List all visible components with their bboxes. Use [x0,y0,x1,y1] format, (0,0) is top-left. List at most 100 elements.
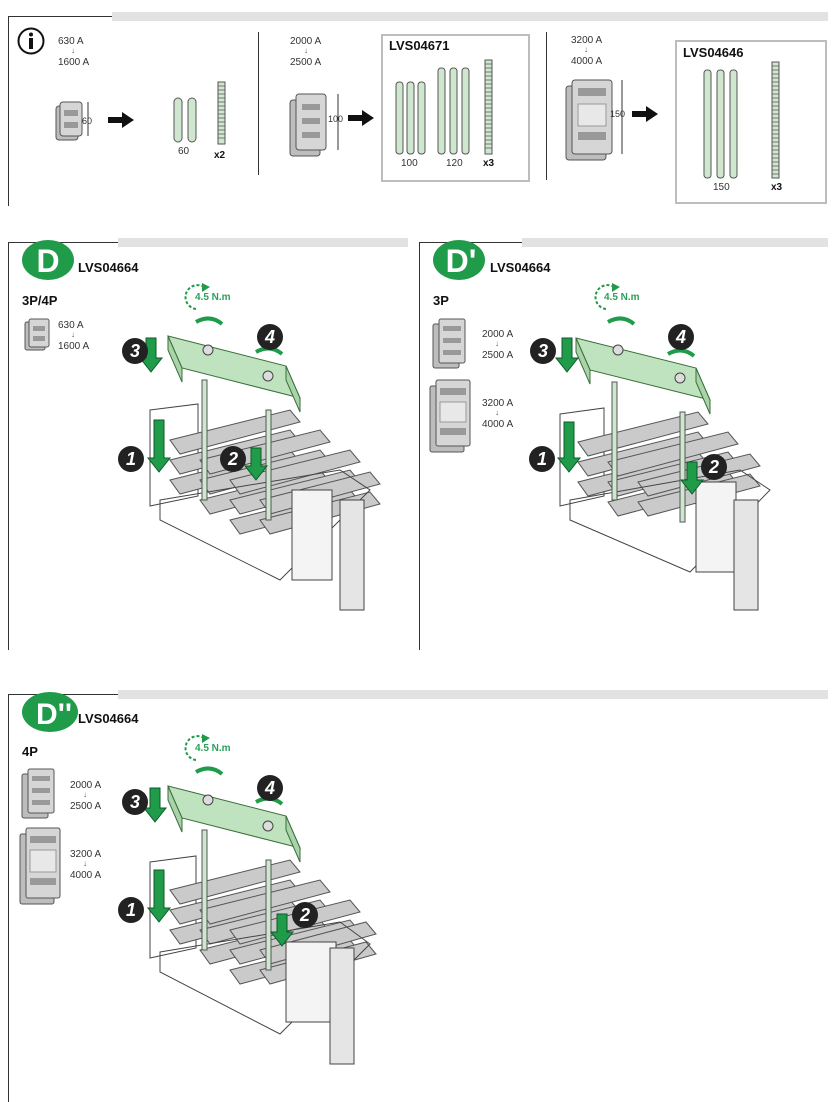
assembly-diagram [138,316,381,611]
holder-thumbnail [19,827,61,905]
step-badge-2: 2 [292,902,318,928]
range-to: 2500 A [290,57,322,68]
section-letter-badge: D [22,240,74,280]
step-badge-2: 2 [220,446,246,472]
info-icon [17,27,45,55]
section-reference: LVS04664 [490,260,551,275]
step-number: 3 [538,341,548,361]
step-number: 4 [264,778,275,798]
dim-label: 100 [328,114,344,124]
quantity-label: x3 [771,182,783,193]
range-arrow-icon: ↓ [304,46,308,55]
range-arrow-icon: ↓ [83,859,87,868]
range-to: 4000 A [571,56,603,67]
step-number: 3 [130,341,140,361]
section-header-line [8,242,118,243]
step-number: 1 [126,449,136,469]
step-badge-3: 3 [530,338,556,364]
range-to: 2500 A [482,350,514,361]
range-arrow-icon: ↓ [71,330,75,339]
poles-label: 3P [433,293,449,308]
step-badge-1: 1 [118,897,144,923]
range-to: 1600 A [58,341,90,352]
range-arrow-icon: ↓ [71,46,75,55]
rods-60-image [173,81,226,145]
rod-length-label: 100 [401,158,418,169]
poles-label: 3P/4P [22,293,58,308]
divider [546,32,547,180]
rotate-arrow-icon [184,734,210,761]
section-letter: D' [446,243,477,279]
section-left-border [8,242,9,650]
range-from: 630 A [58,320,84,331]
step-number: 2 [227,449,238,469]
step-badge-2: 2 [701,454,727,480]
busbar-holder-large-image [565,79,623,161]
range-to: 4000 A [482,419,514,430]
range-arrow-icon: ↓ [584,45,588,54]
range-arrow-icon: ↓ [495,408,499,417]
step-badge-4: 4 [257,775,283,801]
step-number: 1 [537,449,547,469]
top-left-border [8,16,9,206]
rod-length-label: 60 [178,146,190,157]
quantity-label: x3 [483,158,495,169]
holder-thumbnail [429,379,471,453]
step-number: 1 [126,900,136,920]
range-from: 630 A [58,36,84,47]
top-header-line [8,16,112,17]
step-number: 4 [675,327,686,347]
section-letter-badge: D'' [22,692,78,732]
section-left-border [419,242,420,650]
arrow-right-icon [348,110,374,126]
rods-100-120-image [395,59,493,155]
step-badge-3: 3 [122,789,148,815]
reference-code: LVS04646 [683,45,744,60]
arrow-right-icon [108,112,134,128]
section-reference: LVS04664 [78,260,139,275]
rod-length-label: 150 [713,182,730,193]
step-number: 2 [299,905,310,925]
torque-value: 4.5 N.m [604,292,640,303]
rod-length-label: 120 [446,158,463,169]
rotate-arrow-icon [594,283,620,310]
range-arrow-icon: ↓ [495,339,499,348]
busbar-holder-medium-image [289,93,339,157]
range-from: 2000 A [70,780,102,791]
poles-label: 4P [22,744,38,759]
range-arrow-icon: ↓ [83,790,87,799]
step-badge-4: 4 [257,324,283,350]
step-number: 4 [264,327,275,347]
section-reference: LVS04664 [78,711,139,726]
range-to: 2500 A [70,801,102,812]
reference-box [675,40,827,204]
range-to: 1600 A [58,57,90,68]
step-badge-4: 4 [668,324,694,350]
range-from: 2000 A [290,36,322,47]
quantity-label: x2 [214,150,226,161]
dim-label: 150 [610,109,626,119]
divider [258,32,259,175]
section-left-border [8,694,9,1102]
assembly-diagram [554,316,771,611]
torque-value: 4.5 N.m [195,292,231,303]
range-from: 3200 A [571,35,603,46]
torque-value: 4.5 N.m [195,743,231,754]
busbar-holder-small-image [55,101,89,141]
rods-150-image [703,61,780,179]
range-to: 4000 A [70,870,102,881]
holder-thumbnail [24,318,50,351]
arrow-right-icon [632,106,658,122]
holder-thumbnail [21,768,55,819]
rotate-arrow-icon [184,283,210,310]
step-badge-3: 3 [122,338,148,364]
section-header-bar [118,690,828,699]
section-header-bar [118,238,408,247]
top-header-bar [112,12,828,21]
section-letter: D [36,243,59,279]
step-badge-1: 1 [529,446,555,472]
step-badge-1: 1 [118,446,144,472]
step-number: 2 [708,457,719,477]
holder-thumbnail [432,318,466,369]
dim-label: 60 [82,116,93,126]
